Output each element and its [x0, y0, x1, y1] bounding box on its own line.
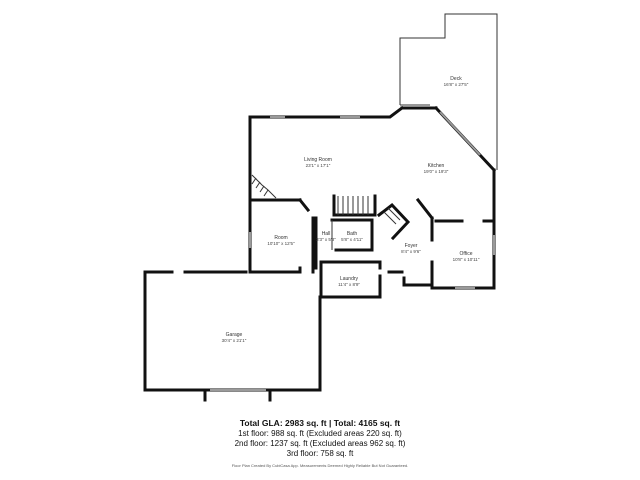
deck-label: Deck [450, 76, 462, 82]
living-room-label: Living Room [304, 157, 332, 163]
foyer-label: Foyer [405, 243, 418, 249]
hall-dims: 3'3" x 5'3" [316, 237, 336, 242]
laundry-label: Laundry [340, 276, 359, 282]
room-labels: Deck 16'8" x 27'5" Living Room 23'1" x 1… [222, 76, 480, 343]
total-area-line: Total GLA: 2983 sq. ft | Total: 4165 sq.… [239, 418, 401, 428]
laundry-dims: 11'4" x 8'9" [338, 282, 360, 287]
stair-treads [251, 174, 401, 225]
second-floor-line: 2nd floor: 1237 sq. ft (Excluded areas 9… [234, 439, 406, 448]
office-label: Office [460, 251, 473, 257]
disclaimer-text: Floor Plan Created By CubiCasa App. Meas… [231, 463, 409, 468]
deck-dims: 16'8" x 27'5" [444, 82, 469, 87]
hall-label: Hall [322, 231, 331, 237]
deck-area [399, 13, 498, 170]
garage-label: Garage [226, 332, 243, 338]
office-dims: 10'8" x 10'11" [453, 257, 480, 262]
bath-dims: 5'8" x 4'11" [341, 237, 363, 242]
kitchen-dims: 19'0" x 19'3" [424, 169, 449, 174]
main-floor-walls [248, 105, 497, 299]
bath-label: Bath [347, 231, 358, 237]
garage-walls [143, 270, 322, 402]
third-floor-line: 3rd floor: 758 sq. ft [286, 449, 354, 458]
floor-plan: Deck 16'8" x 27'5" Living Room 23'1" x 1… [143, 13, 498, 402]
living-room-dims: 23'1" x 17'1" [306, 163, 331, 168]
kitchen-label: Kitchen [428, 163, 445, 169]
area-summary: Total GLA: 2983 sq. ft | Total: 4165 sq.… [0, 418, 640, 468]
room-label: Room [274, 235, 287, 241]
garage-dims: 30'4" x 21'1" [222, 338, 247, 343]
windows [249, 111, 495, 289]
foyer-dims: 8'4" x 9'6" [401, 249, 421, 254]
room-dims: 10'10" x 12'5" [267, 241, 295, 246]
first-floor-line: 1st floor: 988 sq. ft (Excluded areas 22… [238, 429, 402, 438]
